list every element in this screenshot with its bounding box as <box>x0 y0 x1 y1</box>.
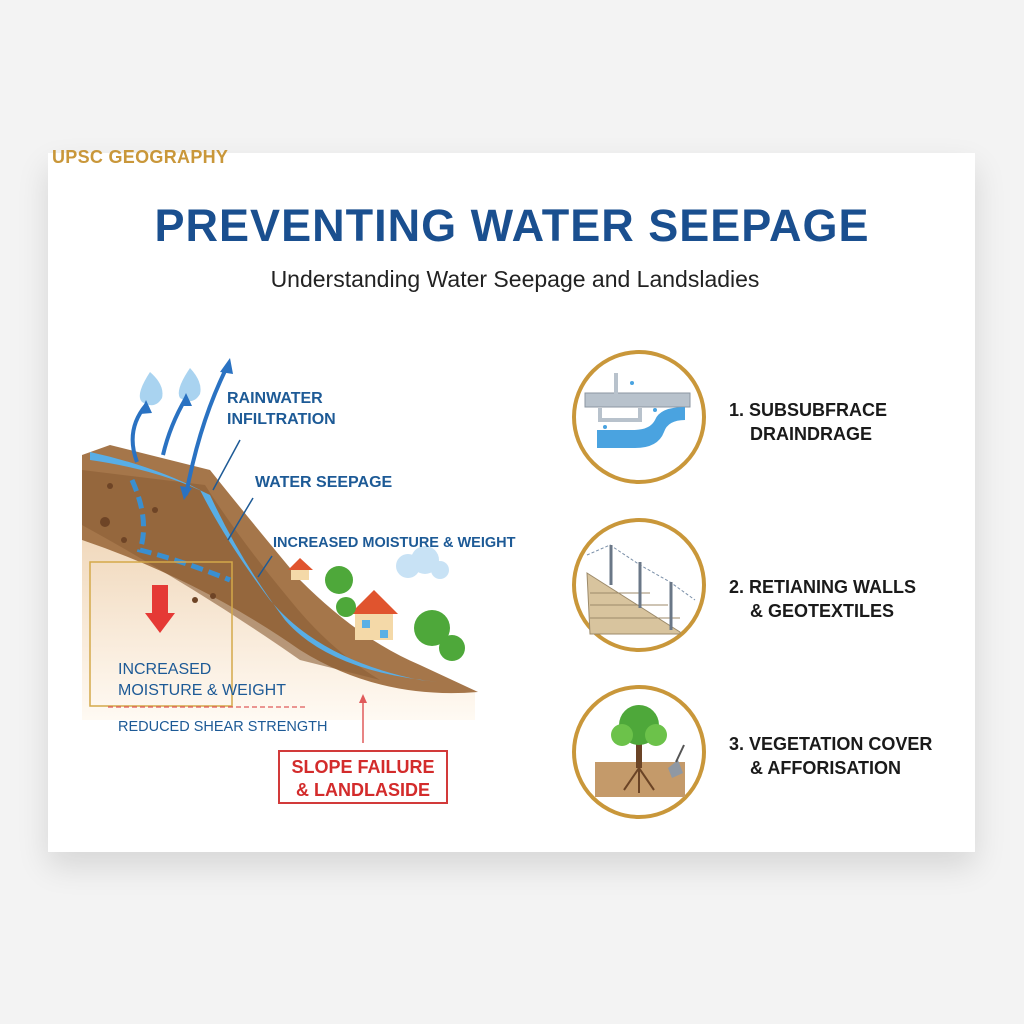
subsoil <box>82 540 475 720</box>
page-title: PREVENTING WATER SEEPAGE <box>154 200 870 251</box>
measure-subtitle: & GEOTEXTILES <box>750 601 895 621</box>
label-line: SLOPE FAILURE <box>291 757 435 777</box>
page-subtitle: Understanding Water Seepage and Landslad… <box>270 266 760 292</box>
water-seepage-label: WATER SEEPAGE <box>255 474 393 491</box>
moisture-box <box>89 561 233 707</box>
increased-moisture-label: INCREASED MOISTURE & WEIGHT <box>273 535 516 551</box>
house-icon <box>288 558 398 640</box>
measure-subtitle: DRAINDRAGE <box>750 424 873 444</box>
label-line: RAINWATER <box>227 390 323 407</box>
rain-drop-icon <box>139 368 201 406</box>
increased-moisture-box-label: INCREASED MOISTURE & WEIGHT <box>118 659 286 701</box>
label-line: INCREASED <box>118 661 212 678</box>
label-line: & LANDLASIDE <box>296 780 430 800</box>
drainage-pipe-icon <box>572 350 706 484</box>
measure-subsurface-drainage: 1. SUBSUBFRACE DRAINDRAGE <box>729 398 887 446</box>
reduced-shear-label: REDUCED SHEAR STRENGTH <box>118 719 328 735</box>
retaining-wall-icon <box>572 518 706 652</box>
label-line: MOISTURE & WEIGHT <box>118 682 286 699</box>
brand-label: UPSC GEOGRAPHY <box>52 147 229 167</box>
measure-retaining-walls: 2. RETIANING WALLS & GEOTEXTILES <box>729 575 916 623</box>
soil-dots <box>100 483 216 603</box>
down-arrow-icon <box>145 585 175 633</box>
measure-subtitle: & AFFORISATION <box>750 758 901 778</box>
tree-roots-icon <box>572 685 706 819</box>
measure-title: 3. VEGETATION COVER <box>729 734 933 754</box>
label-line: INFILTRATION <box>227 411 336 428</box>
rainwater-infiltration-label: RAINWATER INFILTRATION <box>227 388 336 430</box>
measure-title: 2. RETIANING WALLS <box>729 577 917 597</box>
cloud-icon <box>396 546 449 579</box>
slope-failure-box: SLOPE FAILURE & LANDLASIDE <box>278 750 448 804</box>
measure-vegetation-cover: 3. VEGETATION COVER & AFFORISATION <box>729 732 932 780</box>
tree-icon <box>325 566 465 661</box>
measure-title: 1. SUBSUBFRACE <box>729 400 888 420</box>
